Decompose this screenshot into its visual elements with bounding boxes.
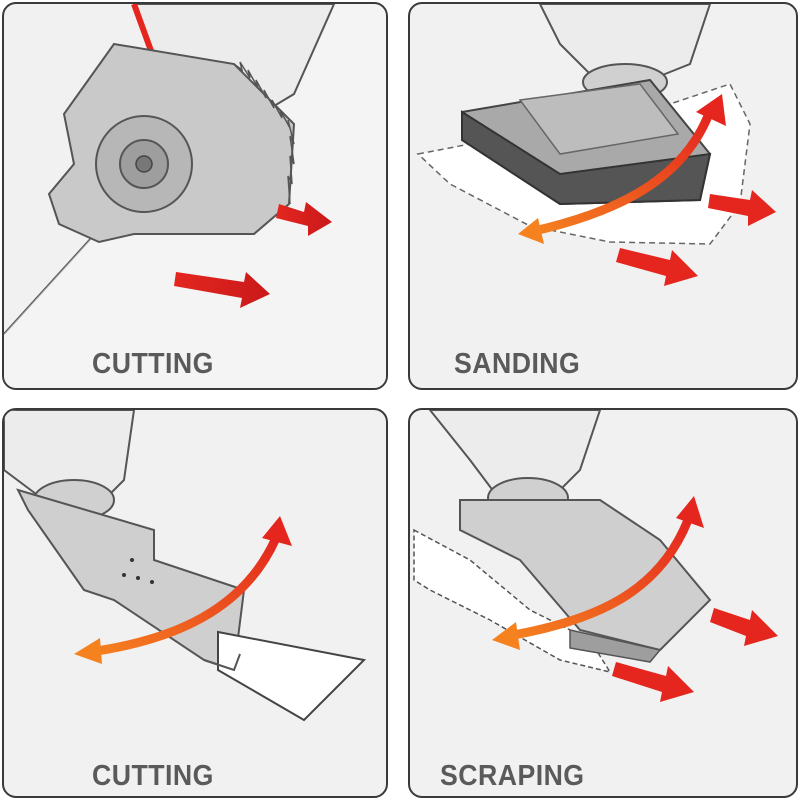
cutting-saw-illustration <box>4 4 386 388</box>
panel-label: CUTTING <box>92 760 214 792</box>
direction-arrow <box>174 272 270 308</box>
direction-arrow <box>612 662 694 702</box>
panel-scraping: SCRAPING <box>408 408 798 798</box>
blade-teeth <box>203 653 241 672</box>
scraping-illustration <box>413 410 778 702</box>
cut-slot <box>217 630 367 722</box>
panel-label: CUTTING <box>92 348 214 380</box>
plunge-cut-illustration <box>4 410 367 722</box>
panel-label: SCRAPING <box>440 760 585 792</box>
oscillation-arrow <box>507 518 693 641</box>
saw-teeth <box>233 61 295 205</box>
scraped-material <box>413 528 612 674</box>
sanding-illustration <box>416 4 776 286</box>
direction-arrow <box>616 248 698 286</box>
panel-sanding: SANDING <box>408 2 798 390</box>
direction-arrow <box>708 190 776 226</box>
panel-label: SANDING <box>454 348 581 380</box>
panel-cutting-plunge: CUTTING <box>2 408 388 798</box>
oscillation-arrow <box>89 536 281 657</box>
panel-cutting-saw: CUTTING <box>2 2 388 390</box>
direction-arrow <box>710 608 778 646</box>
oscillation-arrow <box>529 114 713 237</box>
scraper-blade <box>459 499 712 652</box>
direction-arrow <box>276 202 332 236</box>
